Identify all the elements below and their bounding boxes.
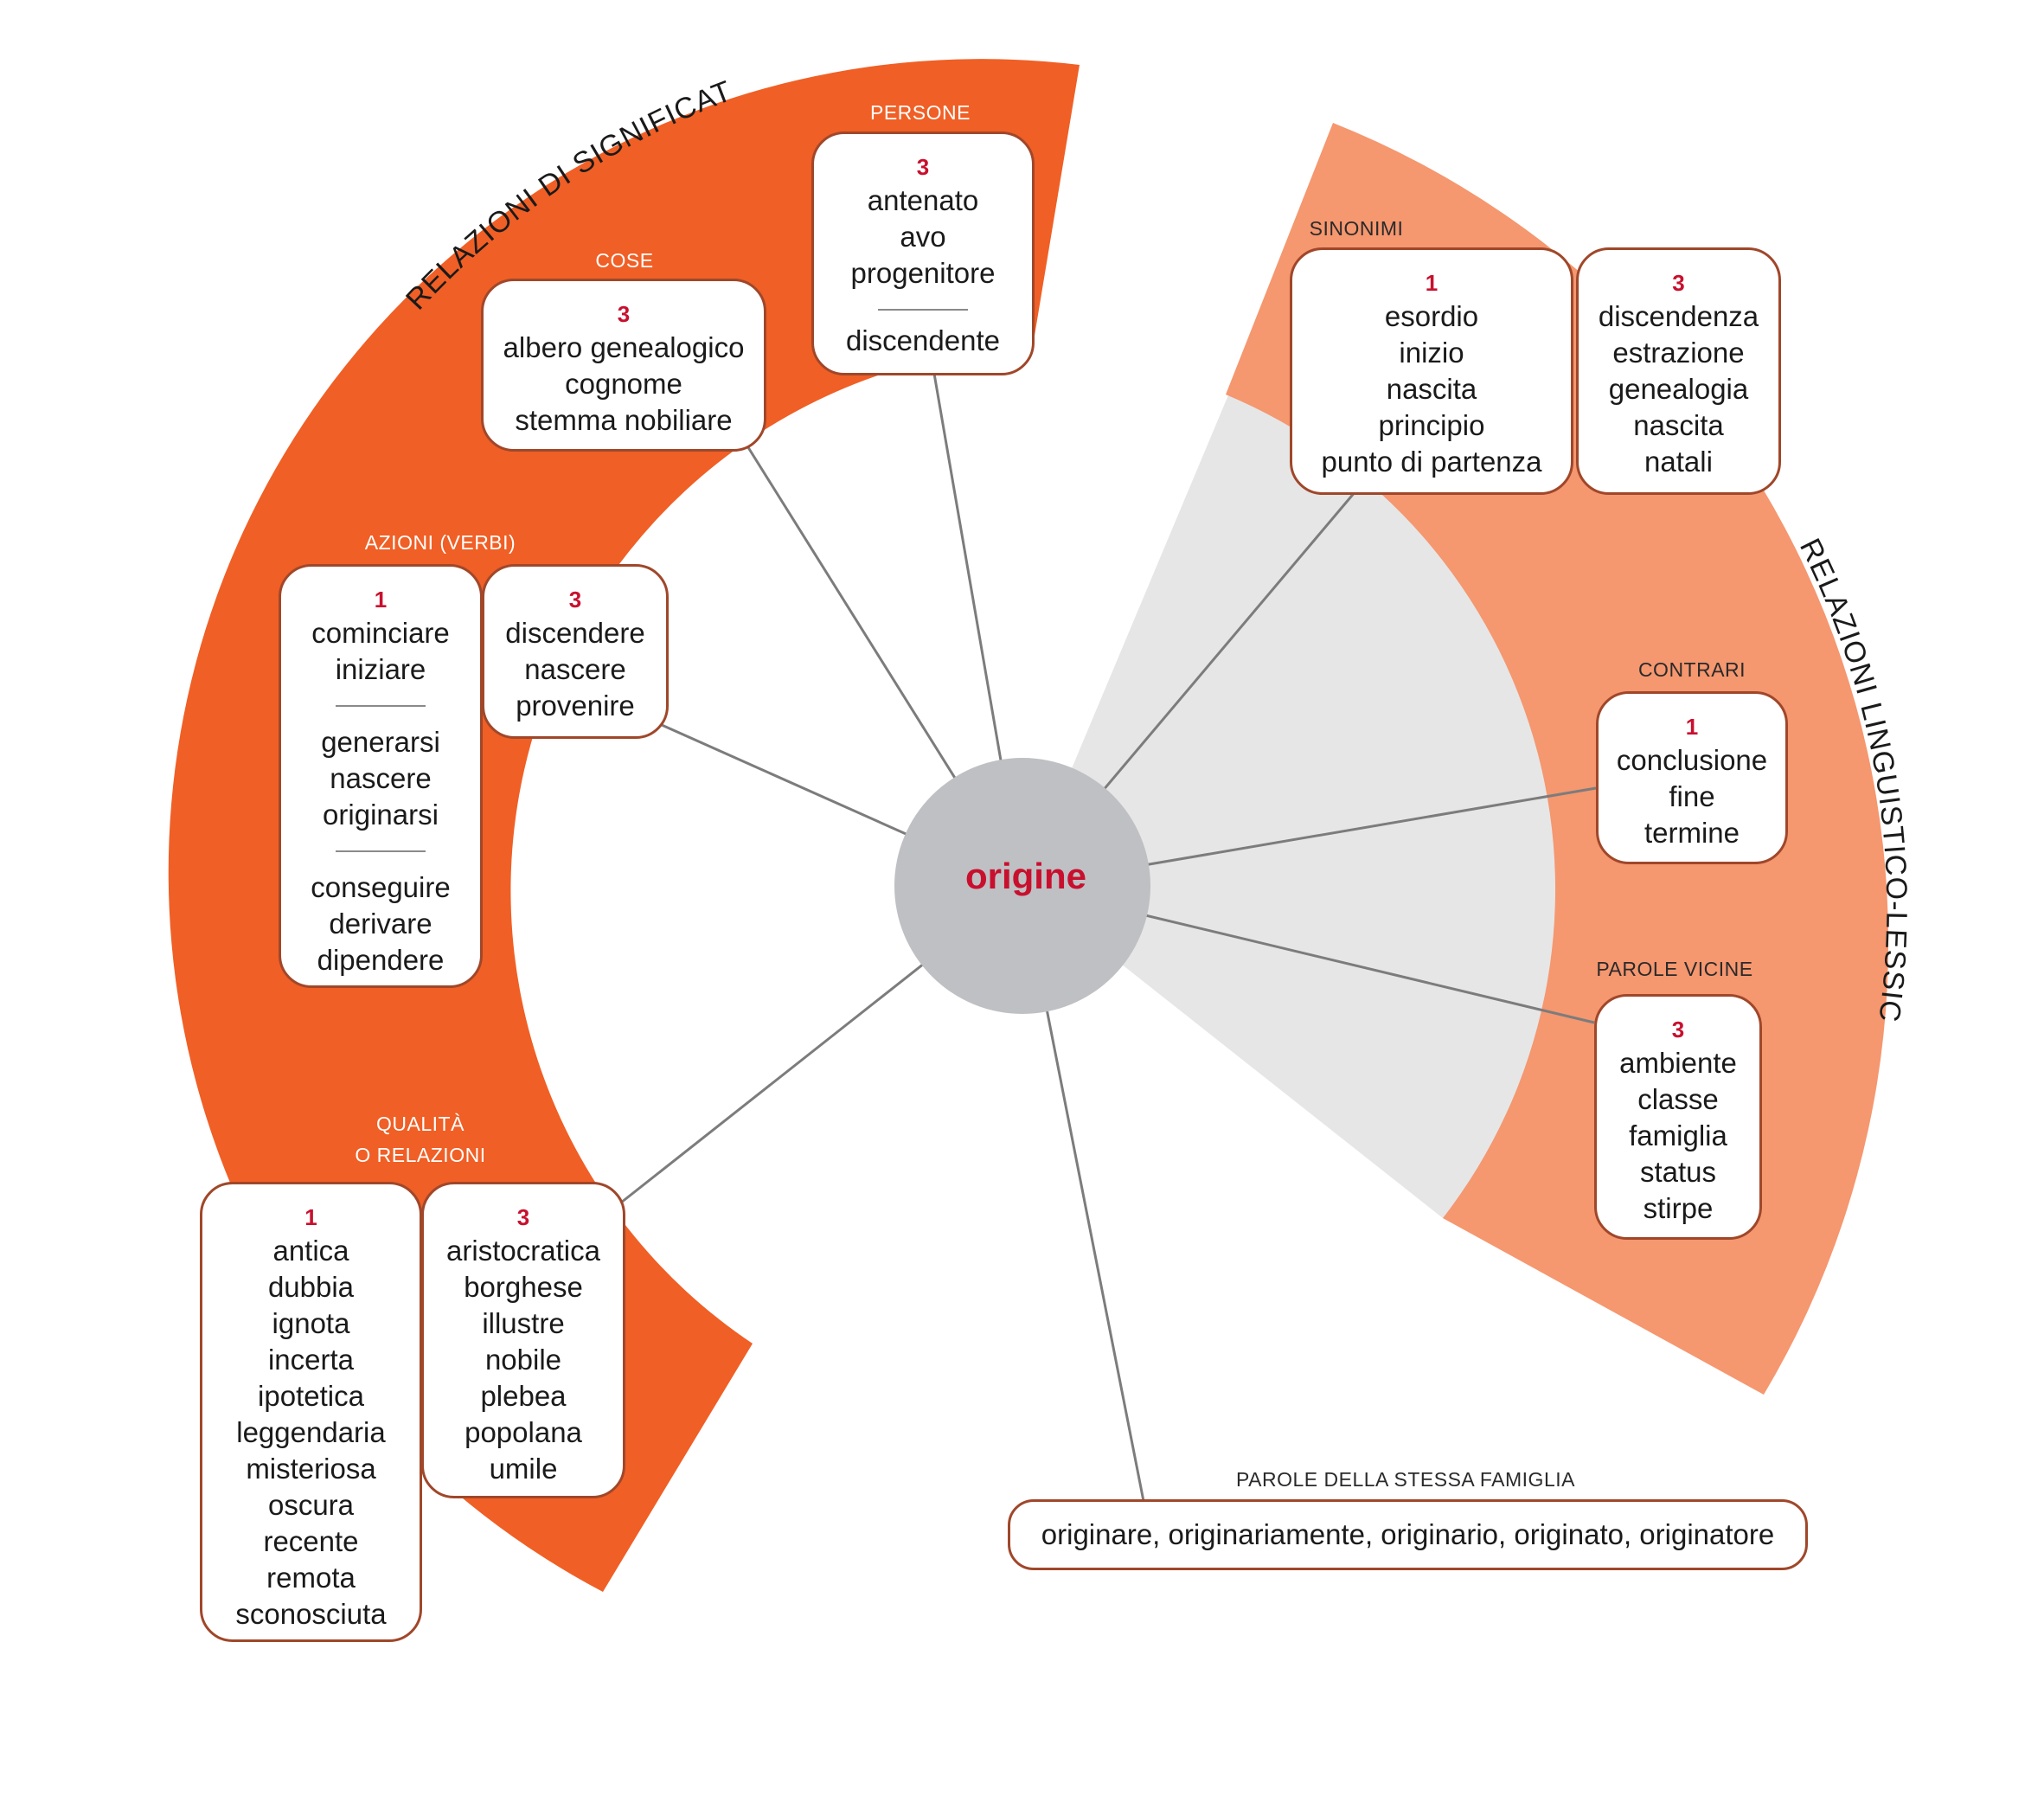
box-sinonimi-1: 1 esordio inizio nascita principio punto… (1290, 247, 1573, 495)
word: borghese (464, 1271, 583, 1303)
word: genealogia (1608, 373, 1749, 405)
box-qualita-3: 3 aristocratica borghese illustre nobile… (421, 1182, 625, 1498)
number-3: 3 (1671, 1017, 1685, 1042)
number-3: 3 (916, 154, 930, 180)
word: discendente (846, 324, 1000, 356)
separator (878, 309, 968, 311)
word: inizio (1399, 337, 1464, 369)
number-1: 1 (1425, 270, 1438, 296)
word: progenitore (850, 257, 996, 289)
category-azioni: AZIONI (VERBI) (364, 531, 516, 554)
separator (336, 705, 426, 707)
word: stirpe (1643, 1192, 1714, 1224)
box-qualita-1: 1 antica dubbia ignota incerta ipotetica… (200, 1182, 422, 1642)
word: remota (266, 1562, 356, 1594)
word: principio (1378, 409, 1485, 441)
word: nascita (1386, 373, 1477, 405)
word: cognome (565, 368, 682, 400)
category-qualita-1: QUALITÀ (376, 1113, 465, 1135)
word: nascita (1633, 409, 1724, 441)
category-cose: COSE (595, 249, 654, 272)
word: classe (1637, 1083, 1719, 1115)
number-1: 1 (304, 1204, 317, 1230)
word: popolana (465, 1416, 582, 1448)
word: nascere (524, 653, 626, 685)
word: termine (1644, 817, 1740, 849)
box-azioni-1: 1 cominciare iniziare generarsi nascere … (279, 564, 483, 988)
word: plebea (480, 1380, 567, 1412)
word: iniziare (335, 653, 426, 685)
number-3: 3 (516, 1204, 530, 1230)
box-parole-vicine: 3 ambiente classe famiglia status stirpe (1594, 994, 1762, 1240)
box-azioni-3: 3 discendere nascere provenire (482, 564, 669, 739)
word: incerta (267, 1344, 355, 1376)
word: esordio (1384, 300, 1479, 332)
number-1: 1 (1685, 714, 1699, 740)
word: aristocratica (446, 1235, 600, 1267)
word: ipotetica (258, 1380, 364, 1412)
word: derivare (329, 908, 433, 940)
word: dubbia (267, 1271, 355, 1303)
word: provenire (516, 690, 635, 722)
word: nobile (484, 1344, 562, 1376)
box-persone: 3 antenato avo progenitore discendente (811, 132, 1035, 375)
word: albero genealogico (503, 331, 745, 363)
word: sconosciuta (235, 1598, 387, 1630)
word: dipendere (317, 944, 445, 976)
box-contrari: 1 conclusione fine termine (1596, 691, 1788, 864)
separator (336, 850, 426, 852)
word: natali (1644, 446, 1713, 478)
word: originarsi (323, 799, 439, 831)
word: discendenza (1598, 300, 1759, 332)
number-3: 3 (568, 587, 582, 613)
word: cominciare (311, 617, 450, 649)
word: estrazione (1612, 337, 1745, 369)
word: misteriosa (246, 1453, 376, 1485)
word: nascere (330, 762, 432, 794)
word: avo (900, 221, 946, 253)
box-sinonimi-3: 3 discendenza estrazione genealogia nasc… (1576, 247, 1781, 495)
number-3: 3 (617, 301, 631, 327)
word: generarsi (321, 726, 440, 758)
word: ambiente (1619, 1047, 1737, 1079)
word: ignota (272, 1307, 350, 1339)
word: famiglia (1629, 1119, 1727, 1151)
grey-sector (1022, 391, 1559, 1218)
category-sinonimi: SINONIMI (1309, 217, 1404, 240)
word: umile (489, 1453, 558, 1485)
word: fine (1669, 780, 1715, 812)
category-parole-vicine: PAROLE VICINE (1596, 958, 1753, 980)
word: conclusione (1616, 744, 1768, 776)
word: oscura (267, 1489, 355, 1521)
category-famiglia: PAROLE DELLA STESSA FAMIGLIA (1236, 1468, 1575, 1491)
word: punto di partenza (1321, 446, 1542, 478)
category-persone: PERSONE (870, 101, 971, 124)
word: leggendaria (236, 1416, 386, 1448)
word: antica (272, 1235, 349, 1267)
word: discendere (505, 617, 645, 649)
category-contrari: CONTRARI (1637, 658, 1746, 681)
box-famiglia: originare, originariamente, originario, … (1008, 1499, 1808, 1570)
word: antenato (867, 184, 979, 216)
number-1: 1 (374, 587, 388, 613)
category-qualita-2: O RELAZIONI (355, 1144, 486, 1166)
word: recente (263, 1525, 359, 1557)
word: illustre (482, 1307, 565, 1339)
word: stemma nobiliare (515, 404, 733, 436)
center-word: origine (964, 856, 1086, 896)
center-circle (894, 758, 1150, 1014)
word: status (1639, 1156, 1717, 1188)
number-3: 3 (1672, 270, 1685, 296)
word: conseguire (311, 871, 451, 903)
box-cose: 3 albero genealogico cognome stemma nobi… (481, 279, 766, 452)
